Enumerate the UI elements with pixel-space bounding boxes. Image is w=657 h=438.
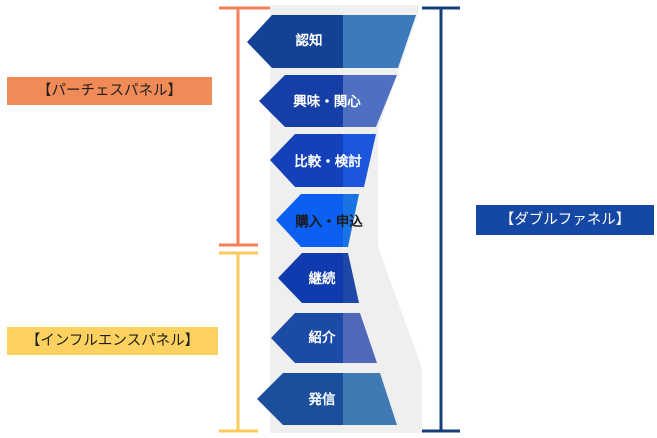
funnel-band-2 xyxy=(343,75,397,127)
funnel-band-7 xyxy=(343,373,397,425)
funnel-band-1 xyxy=(343,15,416,68)
stage-arrow-7 xyxy=(257,373,343,425)
stage-arrow-1 xyxy=(247,15,343,68)
stage-arrow-4 xyxy=(276,194,343,247)
funnel-band-4 xyxy=(343,194,359,247)
stage-arrow-3 xyxy=(270,134,343,187)
purchase-funnel-bracket xyxy=(219,6,270,247)
stage-arrow-5 xyxy=(278,253,343,303)
double-funnel-label: 【ダブルファネル】 xyxy=(476,205,654,235)
funnel-band-6 xyxy=(343,313,377,363)
stage-label-continuation: 継続 xyxy=(308,271,336,287)
influence-funnel-bracket xyxy=(219,251,258,433)
double-funnel-bracket xyxy=(422,6,460,433)
stage-label-sharing: 発信 xyxy=(308,392,336,408)
stage-label-purchase: 購入・申込 xyxy=(295,214,363,230)
stage-label-referral: 紹介 xyxy=(308,330,336,346)
purchase-funnel-label: 【パーチェスパネル】 xyxy=(7,77,212,105)
stage-arrow-2 xyxy=(259,75,343,127)
stage-label-interest: 興味・関心 xyxy=(293,94,361,110)
stage-arrow-6 xyxy=(271,313,343,363)
stage-label-awareness: 認知 xyxy=(295,33,323,49)
funnel-band-3 xyxy=(343,134,376,187)
funnel-band-5 xyxy=(343,253,359,303)
stage-label-comparison: 比較・検討 xyxy=(294,154,362,170)
influence-funnel-label: 【インフルエンスパネル】 xyxy=(7,327,218,355)
